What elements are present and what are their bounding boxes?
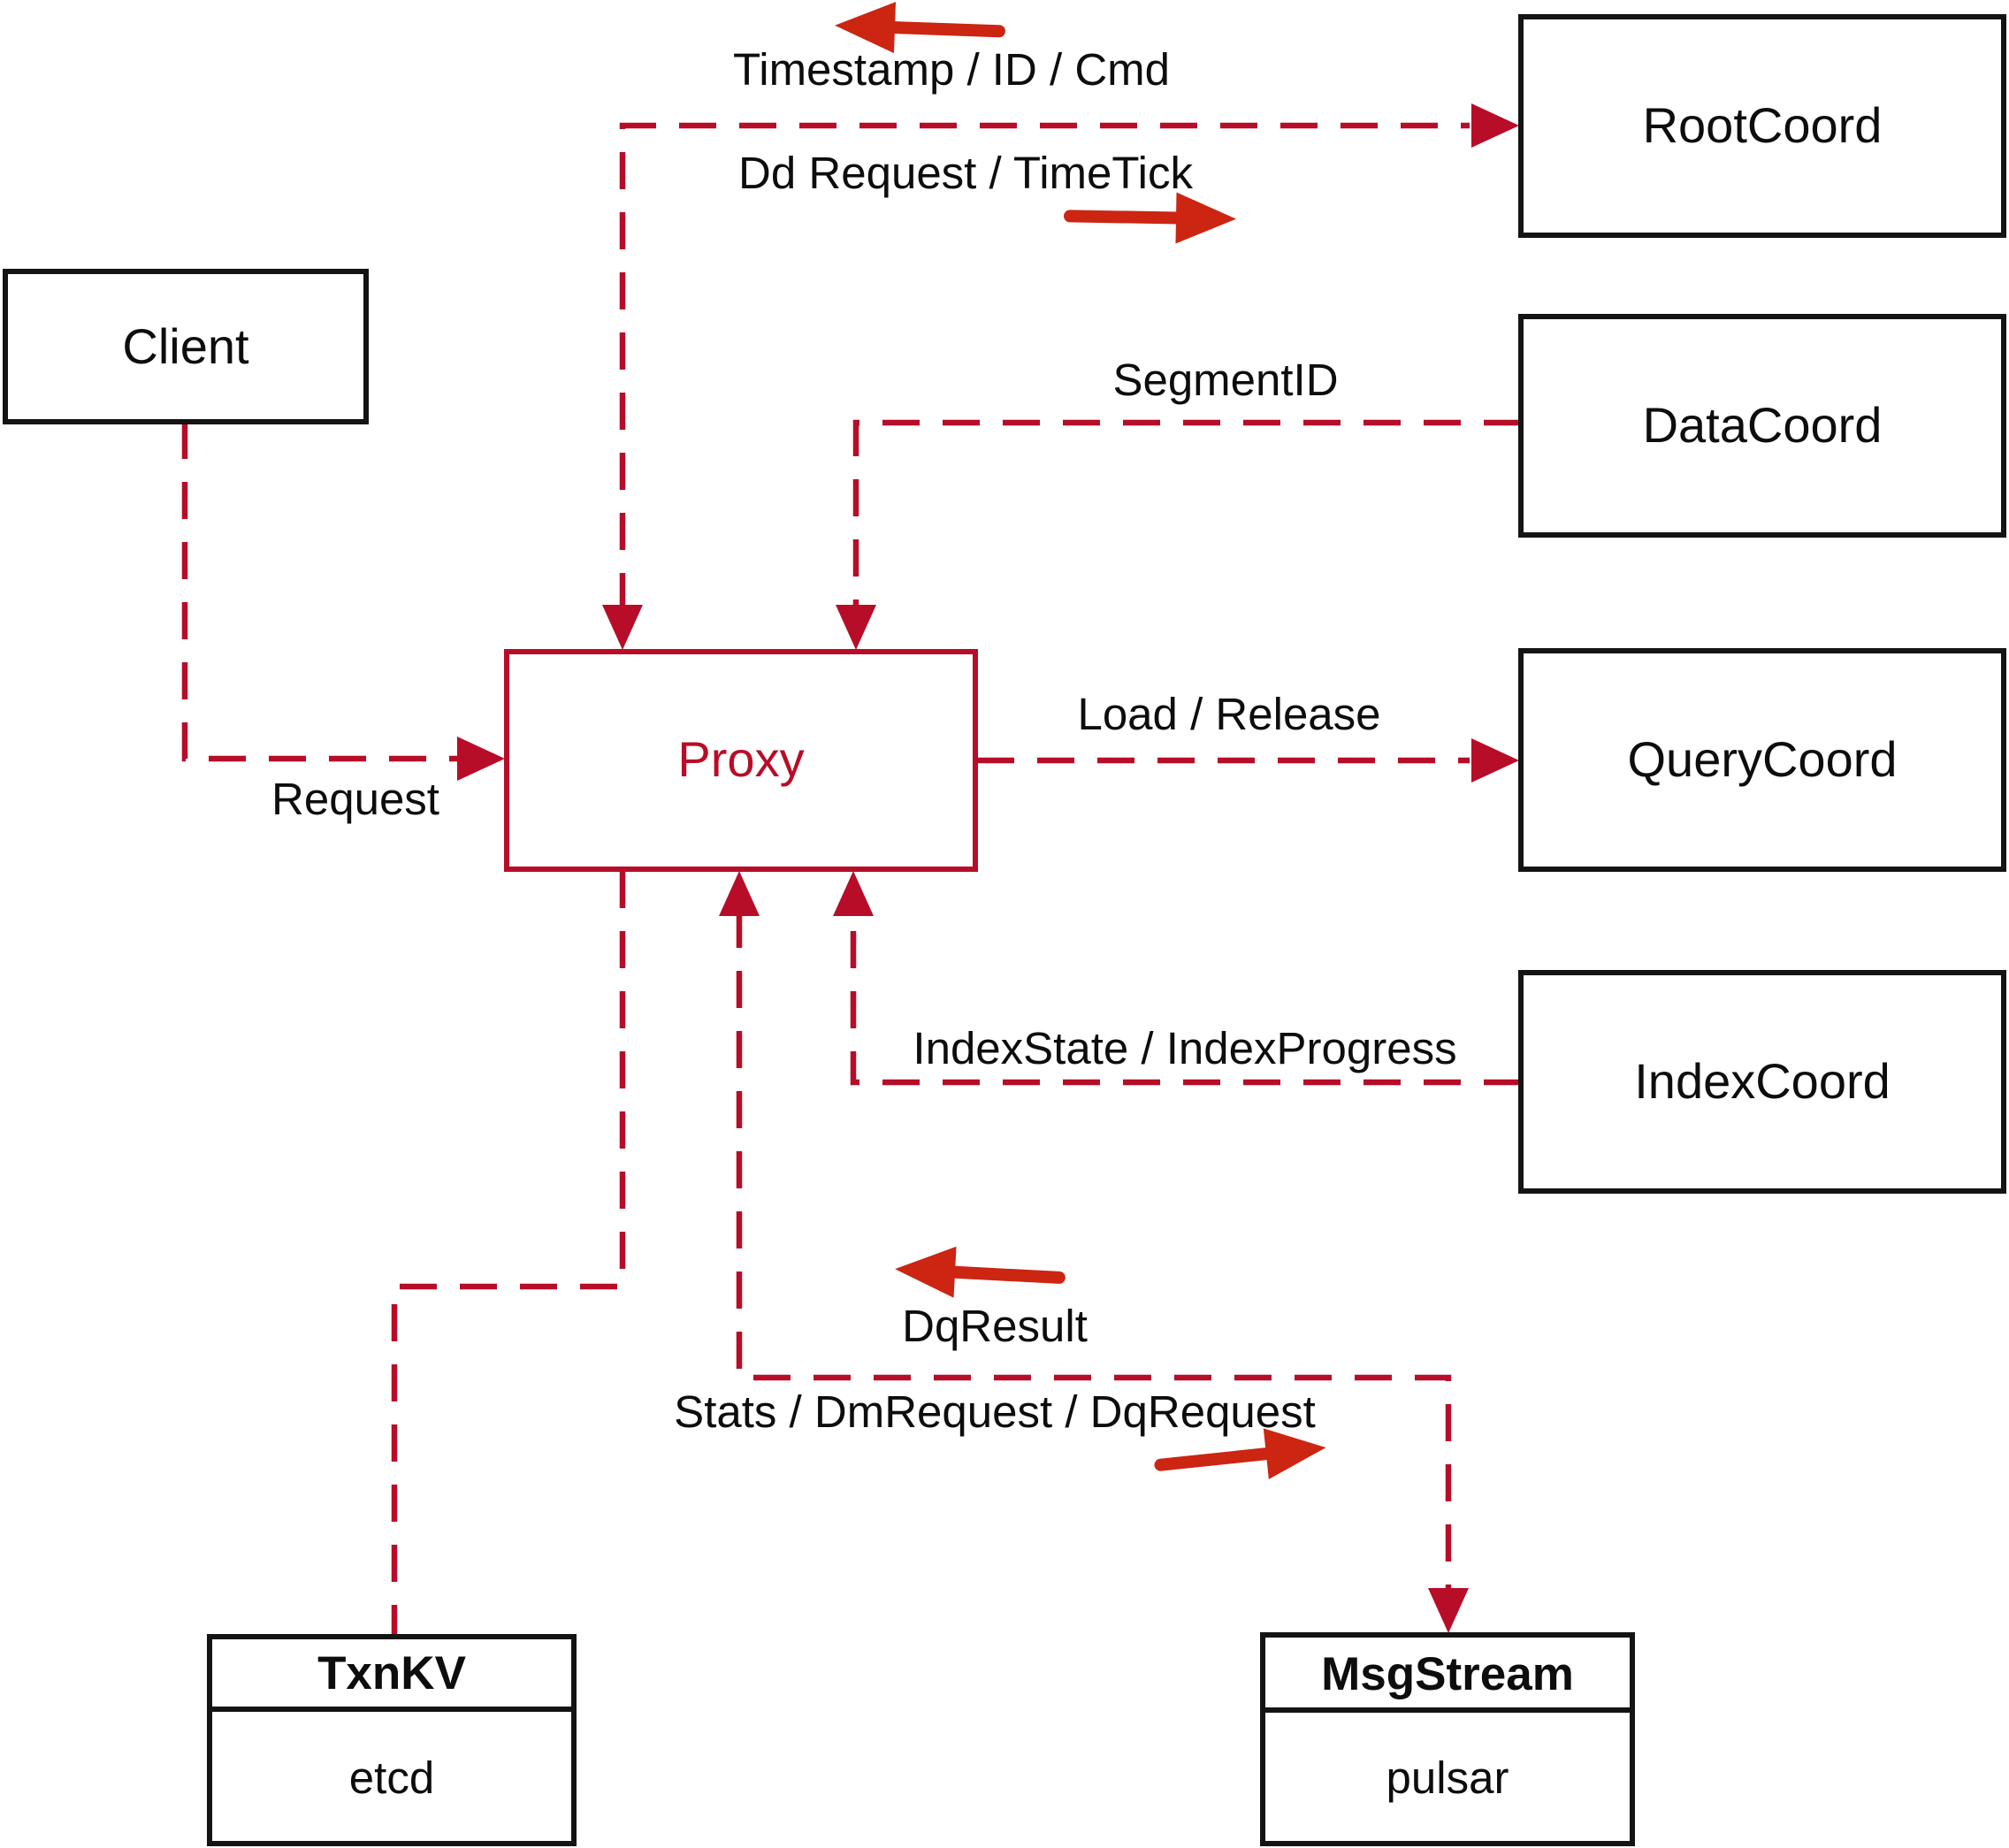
node-indexcoord: IndexCoord [1518,970,2006,1194]
txnkv-box [207,1634,577,1846]
node-txnkv: TxnKV etcd [207,1634,577,1846]
datacoord-label: DataCoord [1643,397,1883,453]
proxy-label: Proxy [677,731,804,787]
edge-proxy-rootcoord [602,103,1519,650]
arrowhead-into-proxy-left [457,737,505,781]
indexcoord-box [1518,970,2006,1194]
edge-proxy-rootcoord-line [619,122,1470,610]
msgstream-value: pulsar [1386,1753,1509,1803]
edge-proxy-querycoord [977,738,1519,783]
node-querycoord: QueryCoord [1518,648,2006,872]
node-proxy: Proxy [504,649,978,872]
arrowhead-into-proxy-top-right [836,605,876,650]
edge-label-stats-dmrequest-dqrequest: Stats / DmRequest / DqRequest [674,1386,1316,1437]
querycoord-box [1518,648,2006,872]
edge-client-proxy [181,422,505,781]
edge-indexcoord-proxy-line [850,911,1521,1086]
arrowhead-into-rootcoord [1471,103,1519,148]
edge-proxy-msgstream-line [736,911,1452,1589]
arrowhead-into-proxy-top-left [602,605,643,650]
edge-label-timestamp-id-cmd: Timestamp / ID / Cmd [733,44,1170,95]
indexcoord-label: IndexCoord [1634,1053,1891,1109]
edge-indexcoord-proxy [833,871,1521,1086]
edge-label-request: Request [271,774,439,824]
edge-proxy-txnkv [391,871,626,1635]
msgstream-title: MsgStream [1321,1648,1574,1700]
rootcoord-box [1518,14,2006,238]
edge-datacoord-proxy-line [852,419,1521,610]
arrowhead-into-proxy-bottom-right [833,871,874,916]
datacoord-box [1518,314,2006,538]
arrowhead-into-querycoord [1471,738,1519,783]
msgstream-box [1260,1632,1635,1846]
client-label: Client [122,318,249,374]
node-client: Client [3,269,369,424]
node-datacoord: DataCoord [1518,314,2006,538]
direction-arrow-timestamp-left [835,2,1005,54]
arrowhead-into-proxy-bottom-left [719,871,760,916]
rootcoord-label: RootCoord [1643,97,1883,153]
node-rootcoord: RootCoord [1518,14,2006,238]
client-box [3,269,369,424]
node-msgstream: MsgStream pulsar [1260,1632,1635,1846]
edge-client-proxy-line [181,422,457,762]
arrowhead-into-msgstream [1428,1588,1469,1633]
querycoord-label: QueryCoord [1627,731,1897,787]
edge-proxy-txnkv-line [391,871,626,1635]
direction-arrow-ddrequest-right [1064,192,1236,244]
proxy-box [504,649,978,872]
edge-proxy-msgstream [719,871,1469,1633]
edge-label-segmentid: SegmentID [1112,355,1338,405]
edge-label-dd-request-timetick: Dd Request / TimeTick [738,148,1193,198]
direction-arrow-stats-right [1154,1428,1326,1480]
edge-datacoord-proxy [836,419,1521,650]
direction-arrow-dqresult-left [895,1246,1066,1298]
edge-label-load-release: Load / Release [1077,689,1380,739]
edge-label-dqresult: DqResult [902,1301,1088,1351]
txnkv-title: TxnKV [317,1647,466,1699]
edge-label-indexstate-indexprogress: IndexState / IndexProgress [913,1023,1456,1073]
txnkv-value: etcd [349,1753,434,1803]
